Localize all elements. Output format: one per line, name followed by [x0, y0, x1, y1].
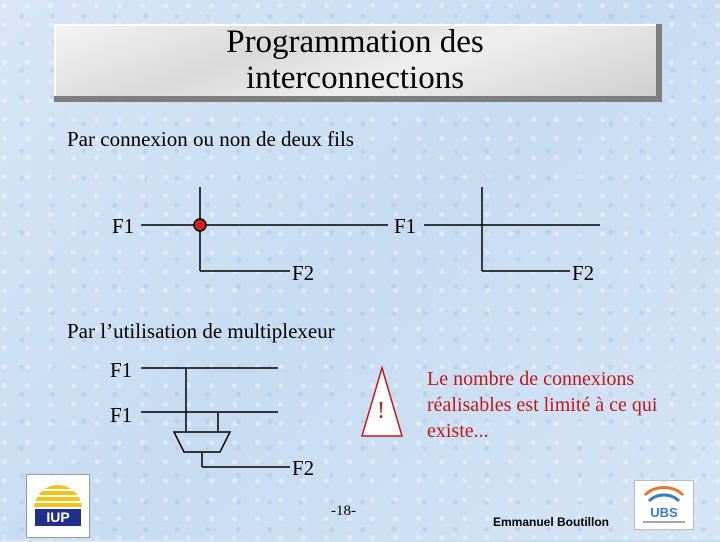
section2-heading: Par l’utilisation de multiplexeur	[67, 319, 335, 343]
label-f1-mux-top: F1	[110, 358, 133, 382]
page-number: -18-	[331, 503, 356, 519]
warning-text: Le nombre de connexions réalisables est …	[427, 368, 658, 442]
ubs-logo-text: UBS	[650, 505, 678, 520]
label-f2-2: F2	[572, 261, 595, 285]
diagram-multiplexer	[141, 367, 290, 468]
label-f1-left: F1	[112, 214, 135, 238]
diagram-connected	[141, 187, 388, 272]
label-f1-mux-bottom: F1	[110, 403, 133, 427]
ubs-logo: UBS	[634, 480, 694, 530]
warning-mark: !	[377, 398, 385, 424]
author-name: Emmanuel Boutillon	[493, 515, 610, 529]
connection-dot	[193, 218, 207, 232]
iup-logo: IUP	[26, 474, 90, 538]
label-f2-mux: F2	[292, 456, 315, 480]
label-f2: F2	[292, 261, 315, 285]
warning-icon	[360, 365, 404, 437]
multiplexer-symbol	[172, 431, 232, 453]
title-box: Programmation des interconnections	[54, 24, 662, 102]
diagram-unconnected	[424, 187, 600, 272]
section1-heading: Par connexion ou non de deux fils	[67, 127, 354, 151]
iup-logo-text: IUP	[46, 509, 69, 525]
label-f1-right: F1	[394, 214, 417, 238]
slide-title: Programmation des interconnections	[226, 24, 484, 96]
